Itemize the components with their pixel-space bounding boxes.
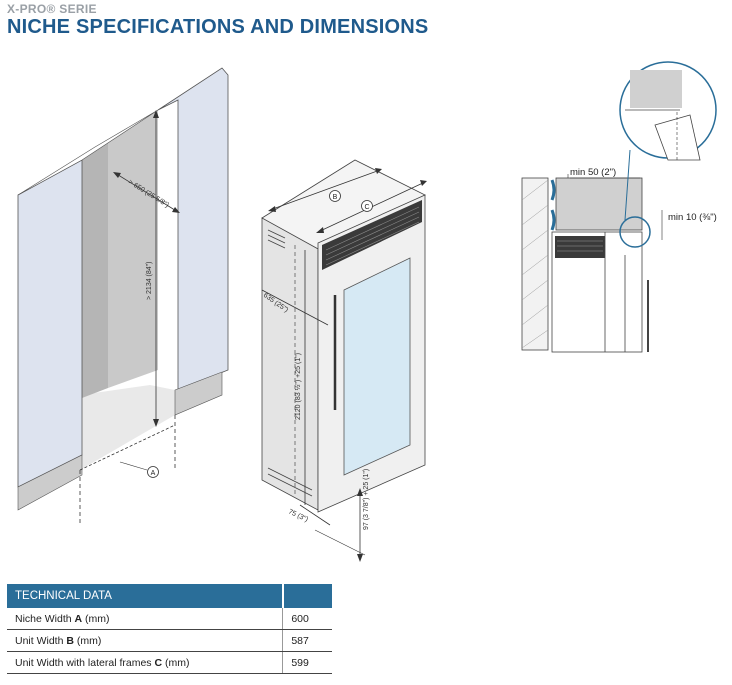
row-label: Unit Width with lateral frames C (mm): [7, 651, 283, 674]
row-label: Unit Width B (mm): [7, 629, 283, 652]
specification-drawing: > 2134 (84") > 650 (25 5/8") A: [17, 61, 717, 562]
unit-drawing: B C 635 (25") 2120 (83 ½") +25 (1") 75 (…: [261, 159, 427, 562]
unit-height-label: 2120 (83 ½") +25 (1"): [294, 353, 302, 420]
row-label-unit: (mm): [73, 634, 102, 647]
table-heading-spacer: [281, 584, 332, 608]
table-row: Unit Width B (mm) 587: [7, 629, 332, 652]
row-label-marker: A: [74, 612, 83, 625]
row-label-text: Unit Width with lateral frames: [15, 656, 155, 669]
row-label-marker: C: [154, 656, 163, 669]
table-row: Unit Width with lateral frames C (mm) 59…: [7, 651, 332, 674]
table-header-row: TECHNICAL DATA: [7, 584, 332, 608]
row-label-marker: B: [66, 634, 74, 647]
niche-height-label: > 2134 (84"): [146, 262, 153, 300]
row-label: Niche Width A (mm): [7, 608, 283, 630]
niche-width-marker: A: [151, 470, 156, 477]
row-label-unit: (mm): [162, 656, 190, 669]
table-row: Niche Width A (mm) 600: [7, 608, 332, 630]
row-label-text: Niche Width: [15, 612, 75, 625]
row-value: 587: [282, 629, 332, 652]
unit-base-label: 97 (3 7/8") + 25 (1"): [363, 469, 370, 530]
installation-detail: min 50 (2") min 10 (⅜"): [521, 61, 717, 353]
row-value: 600: [282, 608, 332, 630]
technical-data-table: TECHNICAL DATA Niche Width A (mm) 600 Un…: [7, 584, 332, 674]
unit-foot-label: 75 (3"): [287, 508, 309, 523]
series-label: X-PRO® SERIE: [7, 2, 97, 16]
unit-width-marker: B: [333, 194, 338, 201]
page-title: NICHE SPECIFICATIONS AND DIMENSIONS: [7, 16, 429, 38]
row-value: 599: [282, 651, 332, 674]
row-label-text: Unit Width: [15, 634, 67, 647]
table-heading: TECHNICAL DATA: [7, 584, 283, 608]
frame-width-marker: C: [364, 204, 369, 211]
side-clearance-label: min 10 (⅜"): [668, 212, 717, 223]
top-clearance-label: min 50 (2"): [570, 167, 616, 178]
niche-drawing: > 2134 (84") > 650 (25 5/8") A: [17, 67, 229, 525]
row-label-unit: (mm): [82, 612, 110, 625]
